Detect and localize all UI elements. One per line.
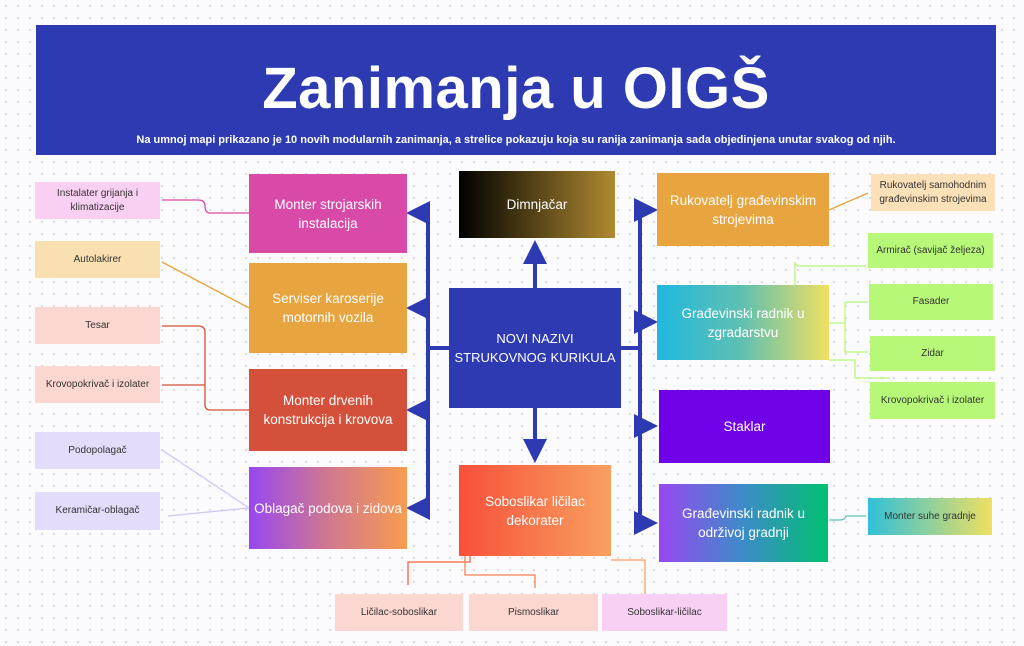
old-zidar: Zidar xyxy=(870,336,995,371)
old-tesar: Tesar xyxy=(35,307,160,344)
old-rukovatelj-samohodnim: Rukovatelj samohodnim građevinskim stroj… xyxy=(871,174,995,211)
old-licilac-soboslikar: Ličilac-soboslikar xyxy=(335,594,463,631)
old-podopolagac: Podopolagač xyxy=(35,432,160,469)
new-oblagac: Oblagač podova i zidova xyxy=(249,467,407,549)
new-staklar: Staklar xyxy=(659,390,830,463)
old-krovopokrivac-right: Krovopokrivač i izolater xyxy=(870,382,995,419)
new-gradevinski-zgradarstvo: Građevinski radnik u zgradarstvu xyxy=(657,285,829,360)
old-pismoslikar: Pismoslikar xyxy=(469,594,598,631)
old-monter-suhe-gradnje: Monter suhe gradnje xyxy=(868,498,992,535)
old-soboslikar-licilac: Soboslikar-ličilac xyxy=(602,594,727,631)
old-armirac: Armirač (savijač željeza) xyxy=(868,233,993,268)
header-banner: Zanimanja u OIGŠ Na umnoj mapi prikazano… xyxy=(36,25,996,155)
new-gradevinski-odrziva: Građevinski radnik u održivoj gradnji xyxy=(659,484,828,562)
new-rukovatelj: Rukovatelj građevinskim strojevima xyxy=(657,173,829,246)
new-serviser-karoserije: Serviser karoserije motornih vozila xyxy=(249,263,407,353)
old-keramicar: Keramičar-oblagač xyxy=(35,492,160,530)
old-fasader: Fasader xyxy=(869,284,993,320)
new-monter-drvenih: Monter drvenih konstrukcija i krovova xyxy=(249,369,407,451)
old-instalater: Instalater grijanja i klimatizacije xyxy=(35,182,160,219)
new-dimnjacar: Dimnjačar xyxy=(459,171,615,238)
new-soboslikar: Soboslikar ličilac dekorater xyxy=(459,465,611,556)
center-node: NOVI NAZIVI STRUKOVNOG KURIKULA xyxy=(449,288,621,408)
page-title: Zanimanja u OIGŠ xyxy=(262,56,770,121)
old-krovopokrivac-left: Krovopokrivač i izolater xyxy=(35,366,160,403)
page-subtitle: Na umnoj mapi prikazano je 10 novih modu… xyxy=(136,134,896,146)
new-monter-strojarskih: Monter strojarskih instalacija xyxy=(249,174,407,253)
old-autolakirer: Autolakirer xyxy=(35,241,160,278)
